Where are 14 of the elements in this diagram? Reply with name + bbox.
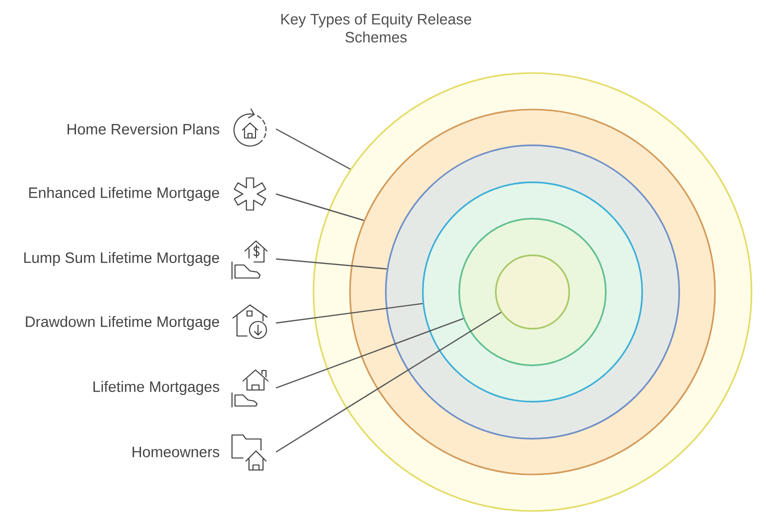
leader-line xyxy=(276,128,351,170)
leader-line xyxy=(276,302,423,324)
category-label: Homeowners xyxy=(132,446,220,458)
category-label: Lifetime Mortgages xyxy=(93,381,220,395)
category-label: Enhanced Lifetime Mortgage xyxy=(29,187,220,201)
category-label: Drawdown Lifetime Mortgage xyxy=(26,316,220,330)
leader-line xyxy=(276,258,387,270)
leader-line xyxy=(276,318,464,389)
category-label: Lump Sum Lifetime Mortgage xyxy=(24,252,220,266)
title: Key Types of Equity Release Schemes xyxy=(281,14,472,42)
leader-line xyxy=(276,193,364,221)
category-label: Home Reversion Plans xyxy=(68,124,220,134)
circle xyxy=(495,254,570,330)
leader-line xyxy=(276,312,502,452)
